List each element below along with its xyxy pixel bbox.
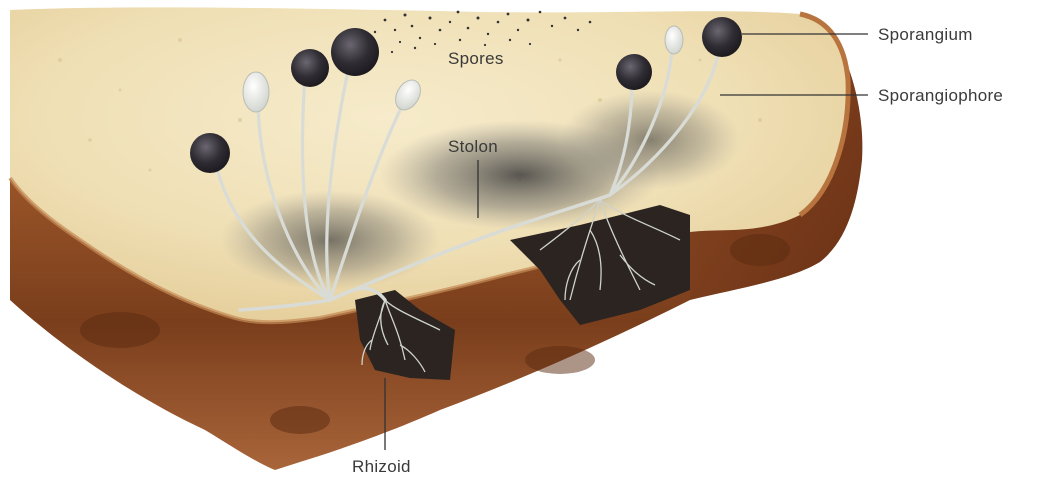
sporangium-dark xyxy=(291,49,329,87)
sporangium-immature xyxy=(665,26,683,54)
sporangium-dark xyxy=(616,54,652,90)
sporangium-dark xyxy=(702,17,742,57)
label-spores: Spores xyxy=(448,49,504,68)
label-stolon: Stolon xyxy=(448,137,498,156)
sporangium-dark xyxy=(331,28,379,76)
label-sporangiophore: Sporangiophore xyxy=(878,86,1003,105)
label-rhizoid: Rhizoid xyxy=(352,457,411,476)
sporangium-dark xyxy=(190,133,230,173)
sporangium-immature xyxy=(243,72,269,112)
label-sporangium: Sporangium xyxy=(878,25,973,44)
